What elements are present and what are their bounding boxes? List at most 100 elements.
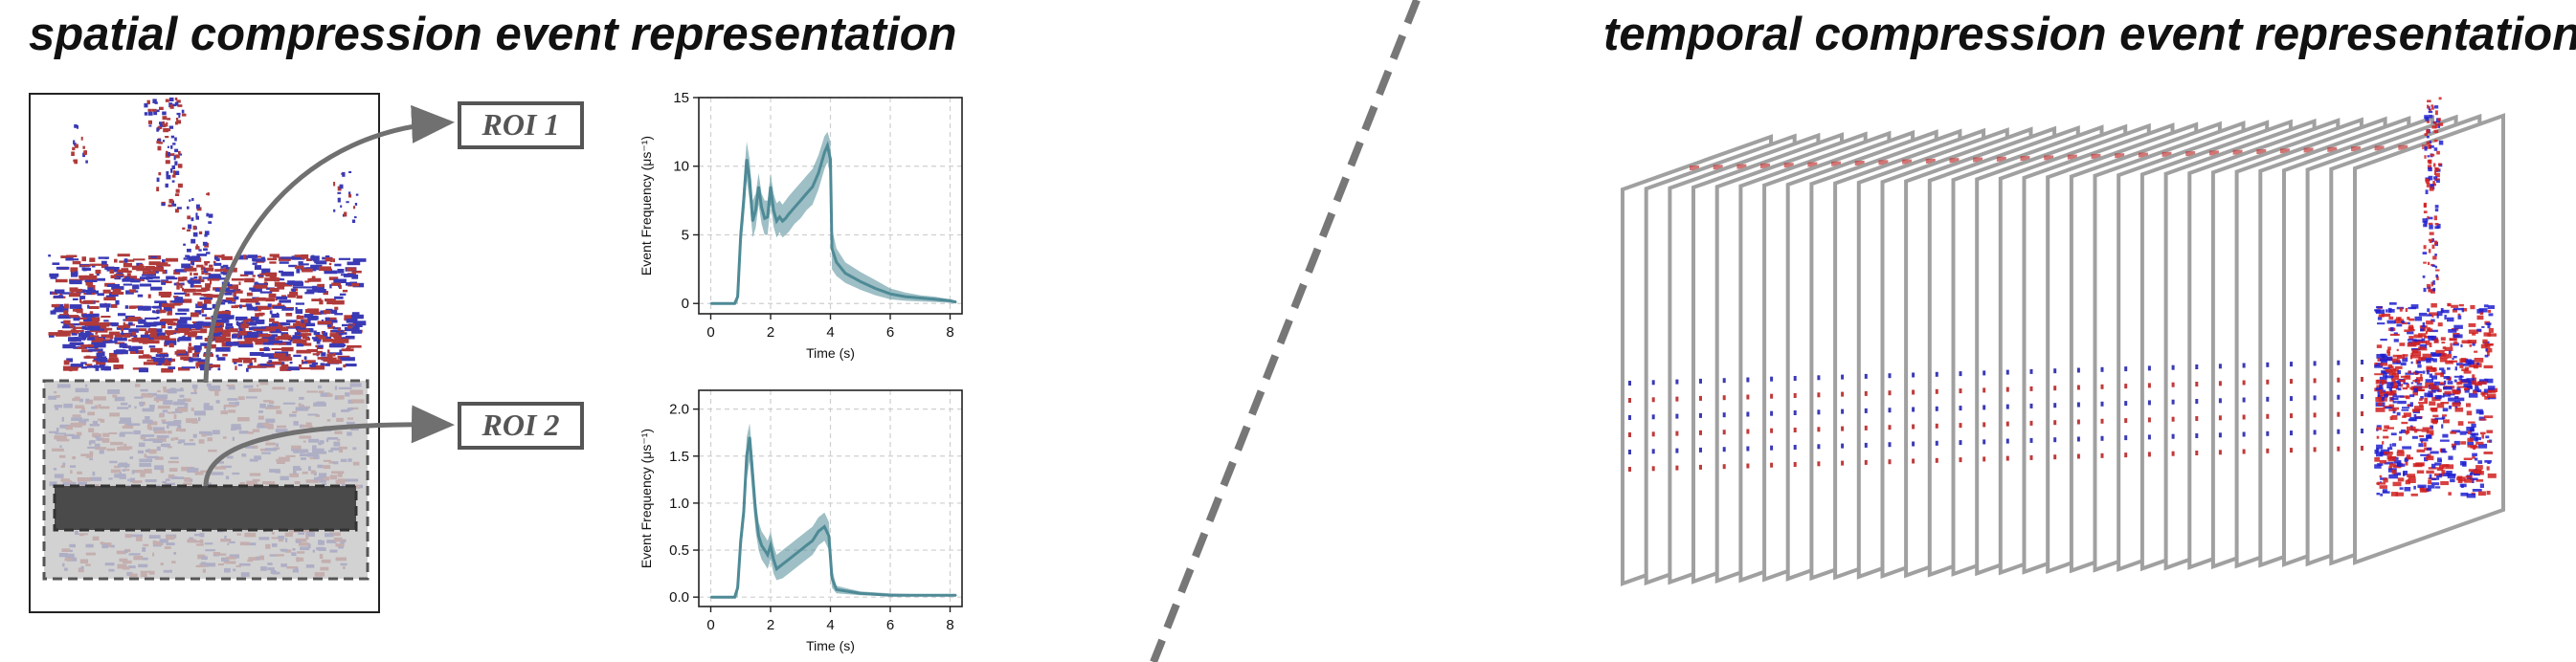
event-dot: [2381, 313, 2391, 318]
event-dot: [245, 298, 259, 303]
event-dot: [261, 336, 275, 341]
event-dot: [84, 278, 98, 282]
event-dot: [225, 322, 233, 326]
event-dot: [227, 283, 233, 287]
event-dot: [2451, 304, 2459, 308]
event-dot: [109, 335, 114, 340]
event-dot: [348, 194, 352, 198]
event-dot: [345, 364, 357, 367]
data-point: [775, 567, 778, 570]
event-dot: [195, 246, 200, 250]
event-dot: [2422, 353, 2432, 359]
event-dot: [167, 151, 170, 157]
event-dot: [298, 342, 312, 346]
event-dot: [2447, 474, 2456, 479]
event-dot: [2424, 335, 2429, 339]
event-dot: [338, 332, 344, 336]
event-dot: [204, 231, 210, 235]
event-dot: [85, 160, 88, 164]
event-dot: [291, 255, 305, 260]
event-dot: [298, 261, 303, 266]
event-dot: [182, 276, 188, 281]
event-dot: [281, 295, 287, 298]
event-dot: [346, 347, 351, 350]
event-dot: [2414, 316, 2422, 321]
event-dot: [188, 256, 200, 261]
event-dot: [167, 118, 171, 121]
event-dot: [147, 279, 161, 283]
y-tick-label: 0.0: [669, 589, 689, 606]
y-tick-label: 1.5: [669, 449, 689, 465]
event-dot: [354, 203, 358, 206]
data-point: [874, 287, 877, 290]
event-dot: [2434, 226, 2440, 230]
event-dot: [2433, 176, 2438, 180]
data-point: [757, 186, 760, 188]
event-dot: [227, 289, 240, 293]
event-dot: [190, 312, 199, 318]
event-dot: [2396, 317, 2402, 320]
event-dot: [263, 281, 268, 284]
temporal-frame-stack: [1621, 97, 2505, 586]
roi-region-2: [53, 484, 358, 532]
event-dot: [71, 333, 78, 336]
event-dot: [2404, 329, 2411, 332]
event-dot: [2413, 334, 2423, 339]
event-dot: [91, 317, 101, 321]
event-dot: [2423, 287, 2427, 293]
event-dot: [2419, 438, 2429, 442]
event-dot: [2428, 216, 2433, 220]
event-dot: [246, 292, 253, 297]
event-dot: [2439, 358, 2448, 363]
event-dot: [292, 335, 302, 340]
event-dot: [2433, 139, 2438, 143]
event-dot: [2479, 418, 2487, 421]
event-dot: [2430, 463, 2436, 469]
event-dot: [55, 289, 65, 294]
event-dot: [180, 356, 192, 361]
event-dot: [2458, 381, 2463, 386]
event-dot: [2439, 439, 2450, 442]
event-dot: [2389, 302, 2397, 305]
event-dot: [163, 306, 172, 312]
event-dot: [58, 306, 64, 310]
event-dot: [2442, 408, 2449, 412]
event-dot: [2429, 232, 2434, 235]
event-dot: [251, 358, 257, 361]
event-dot: [254, 265, 261, 270]
event-dot: [112, 288, 122, 294]
event-dot: [2447, 381, 2453, 385]
event-dot: [2399, 384, 2403, 387]
event-dot: [233, 362, 237, 364]
event-dot: [177, 276, 185, 282]
event-dot: [269, 261, 277, 264]
event-dot: [2424, 115, 2429, 120]
event-dot: [2431, 367, 2437, 370]
event-dot: [2442, 346, 2447, 349]
event-dot: [2419, 343, 2428, 349]
event-dot: [2419, 398, 2423, 401]
event-dot: [2471, 423, 2476, 428]
event-dot: [262, 326, 276, 332]
event-dot: [182, 298, 192, 303]
event-dot: [2448, 455, 2453, 460]
event-dot: [148, 276, 160, 279]
event-dot: [167, 312, 169, 316]
event-dot: [2388, 408, 2397, 411]
event-dot: [2396, 452, 2405, 456]
event-dot: [102, 289, 111, 294]
event-dot: [2393, 472, 2402, 475]
event-dot: [113, 349, 128, 355]
event-dot: [155, 354, 169, 358]
event-dot: [2457, 313, 2461, 317]
event-dot: [261, 268, 271, 274]
event-dot: [348, 170, 352, 173]
event-dot: [2438, 163, 2442, 166]
event-dot: [144, 321, 158, 326]
event-dot: [2433, 381, 2441, 386]
event-dot: [172, 143, 176, 145]
event-dot: [159, 335, 169, 341]
event-dot: [340, 357, 355, 362]
event-dot: [295, 320, 301, 324]
event-dot: [2426, 283, 2430, 288]
